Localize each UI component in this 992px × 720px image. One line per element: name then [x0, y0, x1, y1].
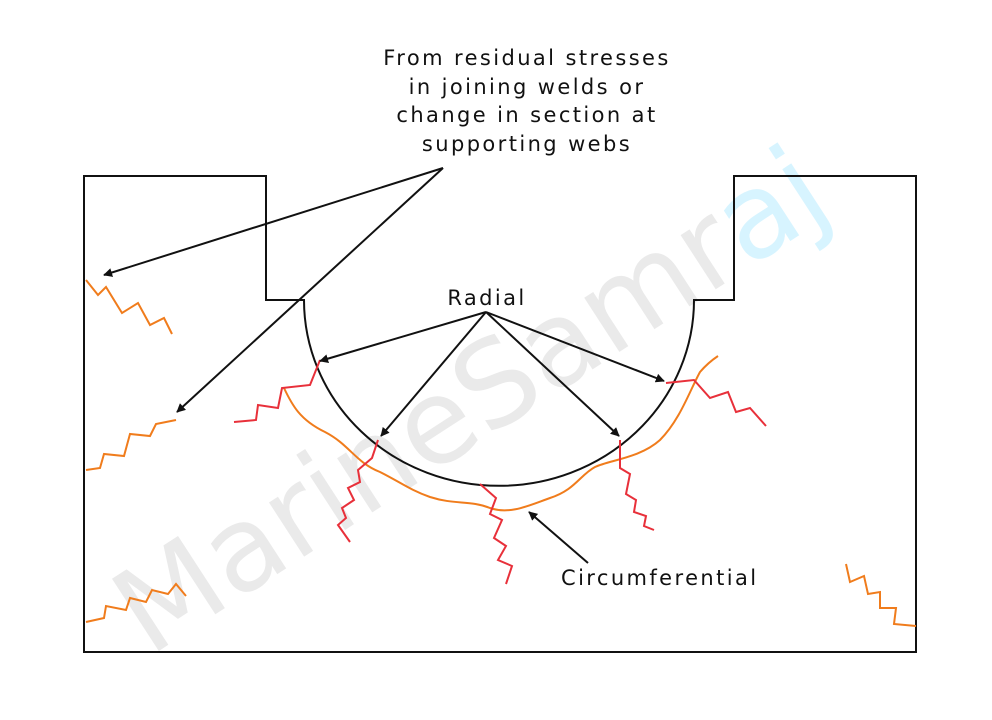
residual-stress-note-line-4: supporting webs [421, 131, 633, 156]
arrow-radial-left-lower [380, 311, 487, 437]
radial-label: Radial [447, 286, 527, 310]
circumferential-label: Circumferential [561, 566, 759, 590]
radial-crack-left-upper [233, 359, 321, 423]
residual-stress-note-line-2: in joining welds or [408, 74, 646, 99]
arrow-radial-right-upper [485, 311, 665, 383]
arrow-circumferential [528, 511, 589, 564]
radial-crack-bottom [479, 483, 514, 585]
radial-crack-right-upper [665, 378, 767, 427]
arrow-note-to-upper-edge [103, 167, 444, 277]
arrow-radial-left-upper [319, 311, 487, 364]
radial-crack-right-lower [619, 440, 655, 531]
residual-stress-note-line-3: change in section at [396, 103, 658, 127]
arrow-note-to-middle-edge [176, 167, 444, 413]
edge-crack-middle-left [85, 419, 177, 471]
radial-crack-left-lower [336, 439, 379, 543]
circumferential-crack [283, 355, 719, 512]
residual-stress-note-line-1: From residual stresses [383, 46, 671, 70]
arrow-radial-right-lower [485, 311, 620, 437]
residual-stress-note: From residual stresses in joining welds … [383, 44, 670, 158]
edge-crack-lower-left [85, 582, 187, 623]
edge-crack-lower-right [845, 563, 917, 627]
edge-crack-upper-left [85, 279, 173, 335]
plate-outline [83, 175, 917, 653]
